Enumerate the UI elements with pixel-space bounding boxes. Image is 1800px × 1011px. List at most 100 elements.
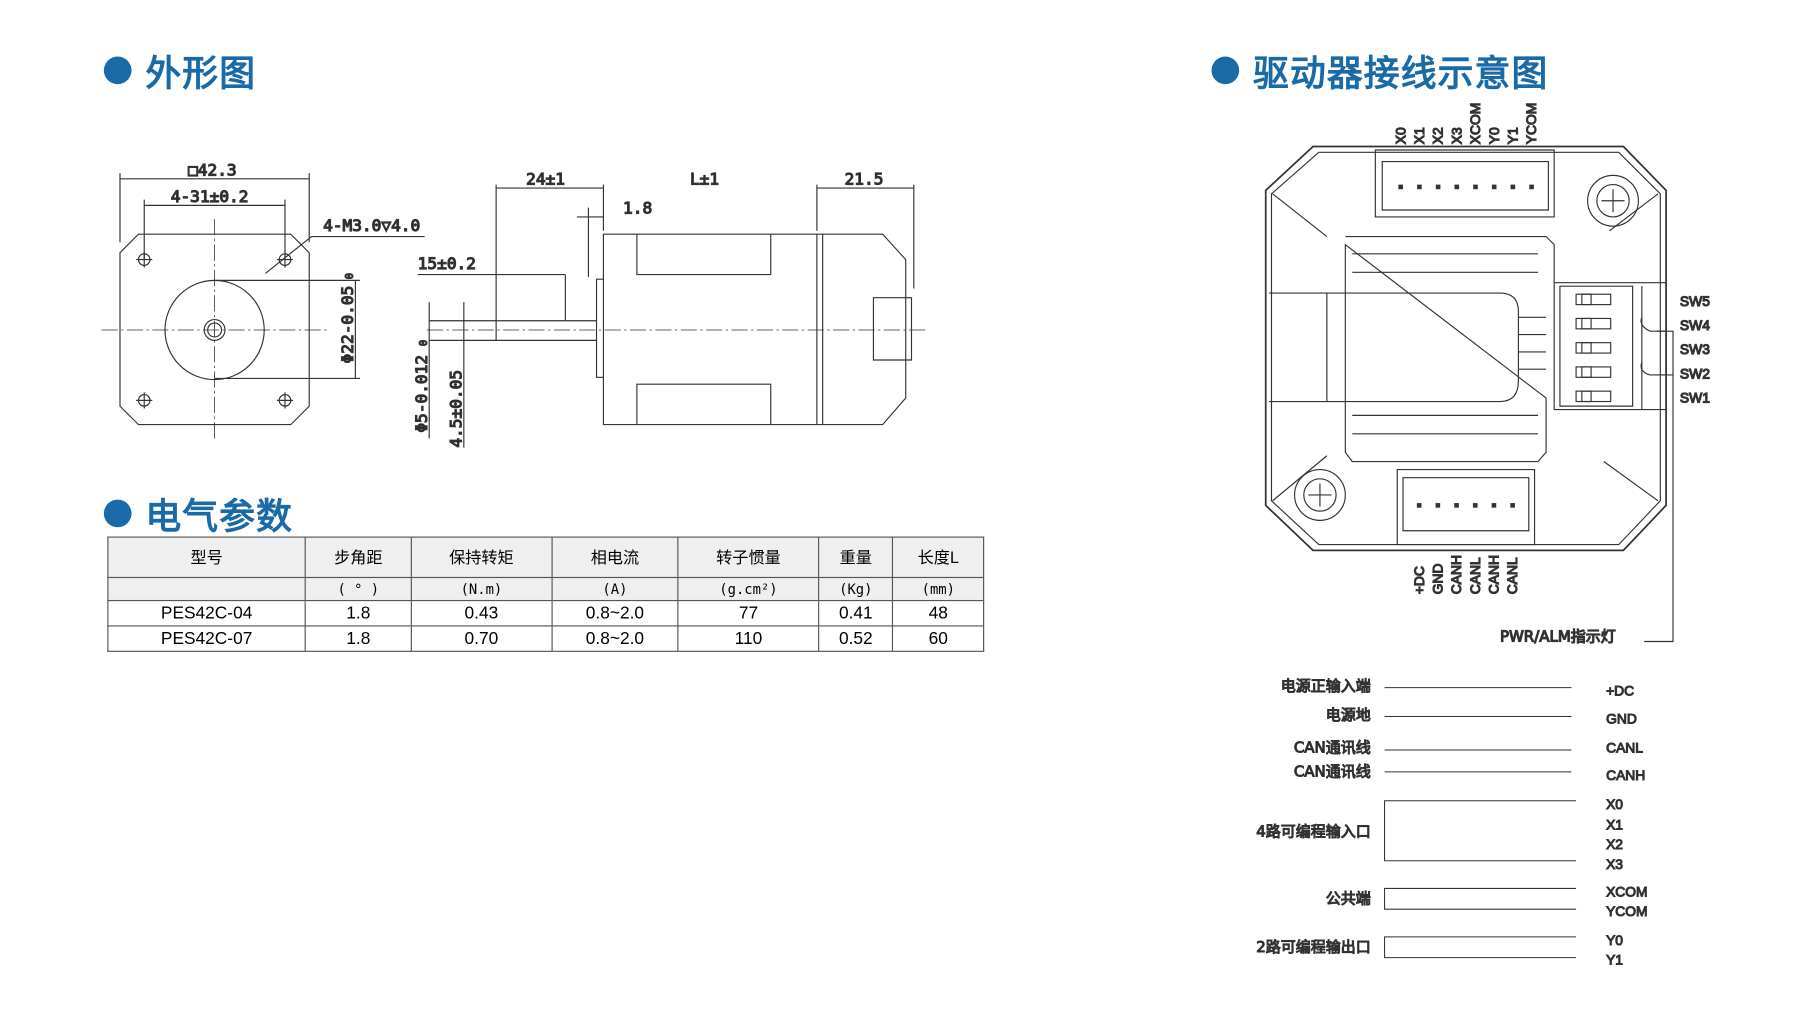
col-header: 保持转矩 <box>410 536 553 579</box>
wiring-label: 公共端 <box>1326 889 1371 907</box>
bottom-pin-label: CANL <box>1467 557 1483 594</box>
dim-label: 24±1 <box>526 170 565 189</box>
pin-icon <box>1435 184 1441 190</box>
top-pin-label: YCOM <box>1523 103 1539 145</box>
dim-label: 4-M3.0▽4.0 <box>323 216 420 235</box>
wiring-pin-label: XCOM <box>1606 884 1648 900</box>
side-view <box>417 184 929 448</box>
unit: ( ° ) <box>304 576 412 602</box>
section-outline: 外形图 <box>103 44 256 96</box>
wiring-pin-label: CANL <box>1606 739 1643 755</box>
dim-label: 4-31±0.2 <box>171 187 249 206</box>
wire-bracket <box>1384 887 1577 910</box>
dip-switch <box>1575 342 1612 354</box>
unit: (N.m) <box>410 576 553 602</box>
front-view <box>101 173 425 441</box>
top-pin-label: Y0 <box>1486 127 1502 144</box>
pin-icon <box>1416 503 1422 508</box>
bottom-pin-label: CANH <box>1486 555 1502 594</box>
cell: 1.8 <box>304 599 412 627</box>
wiring-label: 4路可编程输入口 <box>1256 823 1370 841</box>
top-pin-label: X0 <box>1392 127 1408 144</box>
dip-switch-knob <box>1581 317 1592 330</box>
bullet-icon <box>1211 55 1240 84</box>
driver-body <box>1264 145 1674 643</box>
wire-bracket <box>1384 800 1577 862</box>
dip-switch <box>1575 317 1612 330</box>
switch-label: SW1 <box>1680 390 1710 406</box>
pin-icon <box>1491 184 1497 190</box>
pin-icon <box>1510 184 1516 190</box>
col-header: 长度L <box>892 536 985 579</box>
dip-switch <box>1575 390 1612 403</box>
top-pin-label: XCOM <box>1467 103 1483 145</box>
led-label: PWR/ALM指示灯 <box>1500 628 1616 646</box>
col-header: 重量 <box>818 536 894 579</box>
bullet-icon <box>103 55 132 84</box>
dim-label: □42.3 <box>188 160 237 179</box>
dim-label: 21.5 <box>845 170 884 189</box>
dim-label: 1.8 <box>623 198 652 217</box>
col-header: 步角距 <box>304 536 412 579</box>
pin-icon <box>1473 184 1478 190</box>
motor-outline-drawing: □42.3 4-31±0.2 4-M3.0▽4.0 Φ22-0.05 0 24±… <box>101 160 929 448</box>
unit: (A) <box>550 576 679 602</box>
top-pin-label: Y1 <box>1504 127 1520 144</box>
col-header: 型号 <box>107 536 306 579</box>
wiring-pin-label: YCOM <box>1606 903 1648 919</box>
cell: 0.52 <box>818 625 894 652</box>
pin-icon <box>1510 503 1515 508</box>
bullet-icon <box>103 499 132 527</box>
col-header: 相电流 <box>550 536 679 579</box>
wiring-pin-label: X0 <box>1606 796 1623 812</box>
table-header-row: 型号步角距保持转矩相电流转子惯量重量长度L <box>107 536 985 579</box>
bottom-pin-label: GND <box>1429 563 1445 594</box>
dip-switch <box>1575 293 1612 306</box>
wire-bracket <box>1384 936 1577 959</box>
pin-icon <box>1435 503 1441 508</box>
unit: (mm) <box>892 576 985 602</box>
top-pin-label: X1 <box>1411 127 1427 144</box>
wiring-pin-label: X2 <box>1606 836 1623 852</box>
unit: (Kg) <box>818 576 894 602</box>
bottom-pin-label: CANL <box>1504 557 1520 594</box>
dim-label: 0 <box>344 273 356 279</box>
section-title: 电气参数 <box>145 496 294 538</box>
dip-switch-knob <box>1581 342 1592 354</box>
wiring-pin-label: +DC <box>1606 683 1634 699</box>
col-header: 转子惯量 <box>677 536 820 579</box>
bottom-pin-label: CANH <box>1448 555 1464 594</box>
pin-icon <box>1417 184 1422 190</box>
pin-icon <box>1454 503 1459 508</box>
wiring-pin-label: CANH <box>1606 767 1645 783</box>
bottom-pin-label: +DC <box>1411 566 1427 594</box>
wiring-pin-label: Y0 <box>1606 932 1623 948</box>
cell: 48 <box>892 599 985 627</box>
dim-label: L±1 <box>690 170 719 189</box>
switch-label: SW4 <box>1680 317 1710 333</box>
dim-label: Φ5-0.012 <box>412 355 431 433</box>
switch-label: SW2 <box>1680 365 1710 381</box>
wiring-pin-label: X1 <box>1606 817 1623 833</box>
wiring-label: 电源地 <box>1326 706 1371 724</box>
switch-label: SW3 <box>1680 341 1710 357</box>
cell: 77 <box>677 599 820 627</box>
cell: 60 <box>892 625 985 652</box>
cell: 1.8 <box>304 625 412 652</box>
dim-label: Φ22-0.05 <box>338 286 357 364</box>
dip-switch-knob <box>1581 390 1592 403</box>
wiring-pin-label: Y1 <box>1606 952 1623 968</box>
wiring-pin-label: GND <box>1606 710 1637 726</box>
section-electrical: 电气参数 <box>103 487 294 539</box>
section-wiring: 驱动器接线示意图 <box>1211 44 1548 96</box>
pin-icon <box>1398 184 1404 190</box>
wiring-label: CAN通讯线 <box>1294 763 1371 781</box>
dip-switch <box>1575 366 1612 378</box>
switch-label: SW5 <box>1680 293 1710 309</box>
top-pin-label: X3 <box>1448 127 1464 144</box>
cell: 0.8~2.0 <box>550 625 679 652</box>
section-title: 驱动器接线示意图 <box>1253 53 1549 95</box>
